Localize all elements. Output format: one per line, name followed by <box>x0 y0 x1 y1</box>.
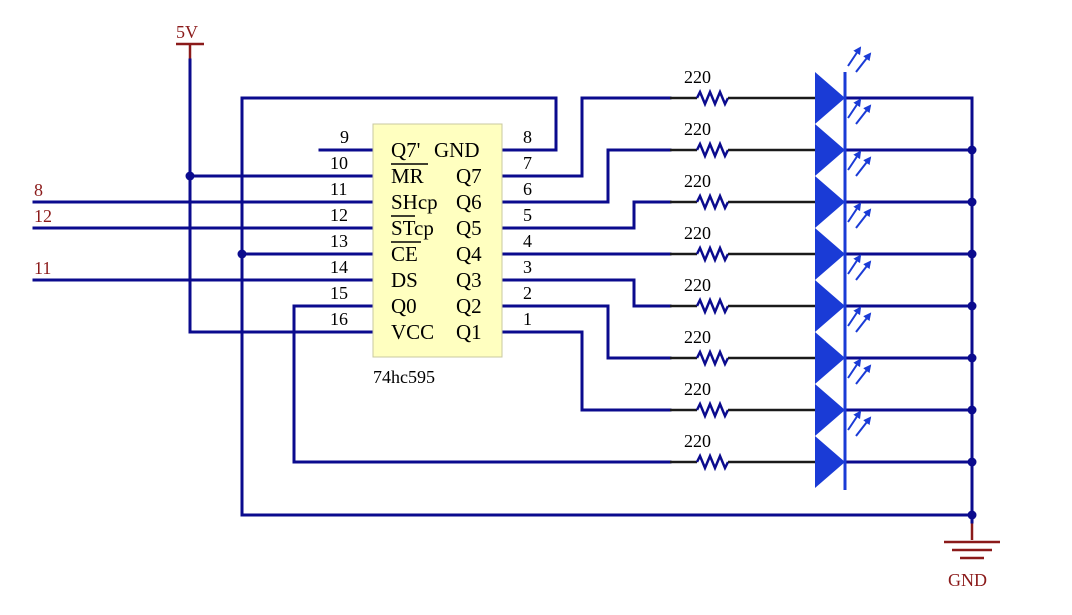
pin-number: 2 <box>523 283 532 303</box>
pin-number: 13 <box>330 231 348 251</box>
pin-name: DS <box>391 268 418 292</box>
resistor-value: 220 <box>684 275 711 295</box>
led <box>815 72 845 124</box>
light-emission-icons <box>847 46 872 437</box>
gnd-label: GND <box>948 570 987 590</box>
pin-number: 1 <box>523 309 532 329</box>
junction-dot <box>967 249 977 259</box>
pin-name: VCC <box>391 320 434 344</box>
pin-name: Q3 <box>456 268 482 292</box>
led <box>815 228 845 280</box>
led <box>815 124 845 176</box>
resistor: 220 <box>670 119 815 160</box>
junction-dot <box>967 145 977 155</box>
resistor: 220 <box>670 67 815 108</box>
pin-name: Q5 <box>456 216 482 240</box>
junction-dot <box>967 353 977 363</box>
junction-dot <box>237 249 247 259</box>
pin-number: 7 <box>523 153 532 173</box>
resistor: 220 <box>670 275 815 316</box>
led <box>815 332 845 384</box>
input-label: 12 <box>34 206 52 226</box>
junction-dot <box>967 457 977 467</box>
resistor-value: 220 <box>684 171 711 191</box>
right-pins: GND Q7 Q6 Q5 Q4 Q3 Q2 Q1 8 7 6 5 4 3 2 1 <box>434 127 532 344</box>
resistor-value: 220 <box>684 119 711 139</box>
junction-dot <box>185 171 195 181</box>
resistor: 220 <box>670 327 815 368</box>
vcc-label: 5V <box>176 22 198 42</box>
pin-name: GND <box>434 138 480 162</box>
vcc-supply: 5V <box>176 22 204 60</box>
resistor-value: 220 <box>684 67 711 87</box>
pin-number: 14 <box>330 257 348 277</box>
resistor: 220 <box>670 379 815 420</box>
chip-part-label: 74hc595 <box>373 367 435 387</box>
led-array <box>815 46 872 490</box>
pin-number: 4 <box>523 231 532 251</box>
resistor-bank: 220 220 220 220 220 <box>670 67 815 472</box>
pin-name: Q1 <box>456 320 482 344</box>
resistor: 220 <box>670 171 815 212</box>
resistor-value: 220 <box>684 223 711 243</box>
resistor: 220 <box>670 431 815 472</box>
led <box>815 280 845 332</box>
pin-number: 10 <box>330 153 348 173</box>
pin-number: 8 <box>523 127 532 147</box>
led <box>815 384 845 436</box>
pin-name: Q7 <box>456 164 482 188</box>
ground-symbol: GND <box>944 522 1000 590</box>
resistor-value: 220 <box>684 327 711 347</box>
input-label: 8 <box>34 180 43 200</box>
pin-number: 15 <box>330 283 348 303</box>
pin-name: Q2 <box>456 294 482 318</box>
resistor-value: 220 <box>684 431 711 451</box>
pin-name: Q6 <box>456 190 482 214</box>
pin-number: 16 <box>330 309 348 329</box>
chip-body <box>372 123 503 358</box>
pin-number: 3 <box>523 257 532 277</box>
left-pins: 9 10 11 12 13 14 15 16 Q7' MR SHcp STcp … <box>330 127 438 344</box>
pin-number: 11 <box>330 179 347 199</box>
resistor-value: 220 <box>684 379 711 399</box>
junction-dot <box>967 301 977 311</box>
led <box>815 176 845 228</box>
pin-number: 12 <box>330 205 348 225</box>
pin-name: Q7' <box>391 138 420 162</box>
pin-name: SHcp <box>391 190 438 214</box>
pin-name: STcp <box>391 216 434 240</box>
pin-name: Q0 <box>391 294 417 318</box>
input-label: 11 <box>34 258 51 278</box>
pin-name: CE <box>391 242 418 266</box>
pin-number: 9 <box>340 127 349 147</box>
pin-number: 6 <box>523 179 532 199</box>
resistor: 220 <box>670 223 815 264</box>
pin-name: Q4 <box>456 242 482 266</box>
led <box>815 436 845 488</box>
pin-number: 5 <box>523 205 532 225</box>
pin-name: MR <box>391 164 424 188</box>
junction-dot <box>967 405 977 415</box>
junctions <box>185 145 977 520</box>
junction-dot <box>967 510 977 520</box>
junction-dot <box>967 197 977 207</box>
